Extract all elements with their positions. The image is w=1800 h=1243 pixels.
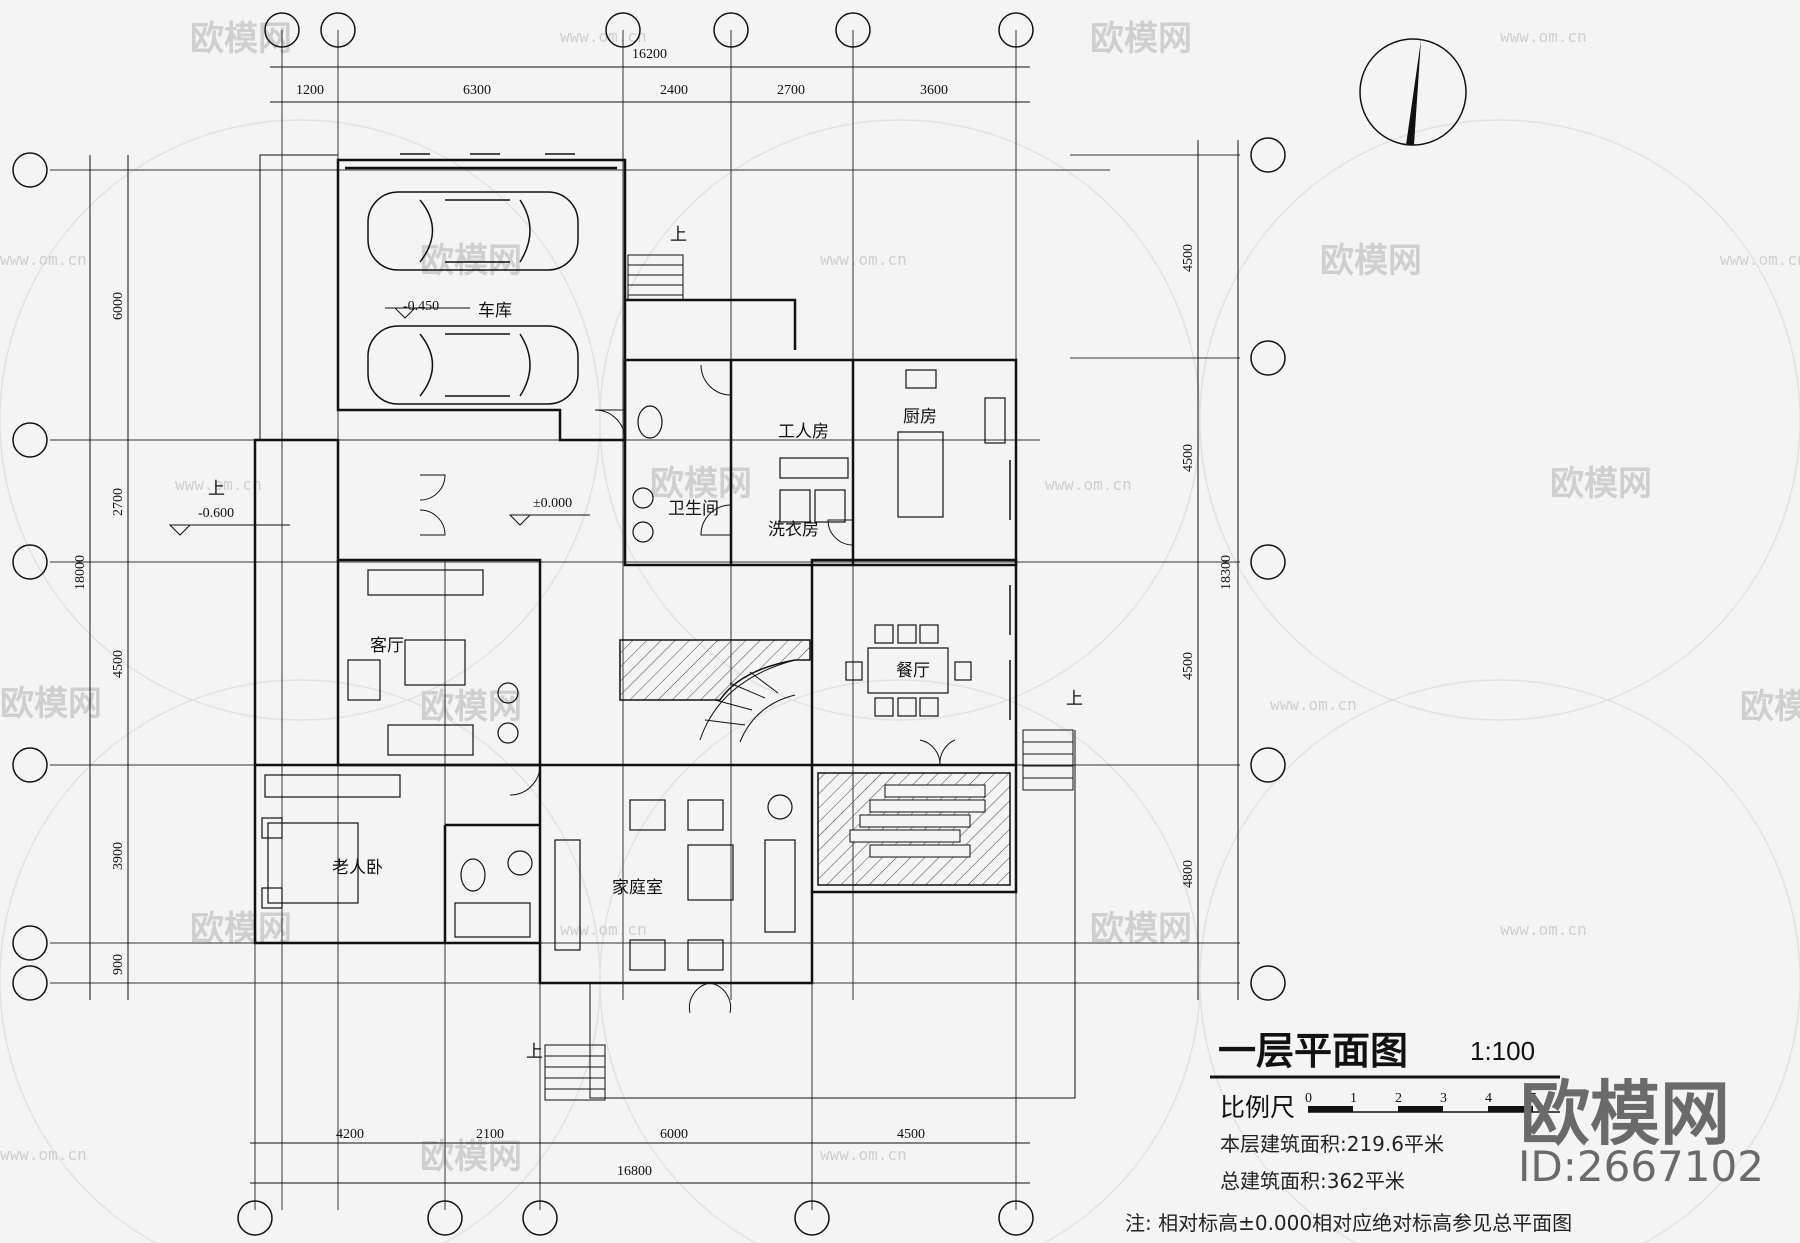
floor-area: 本层建筑面积:219.6平米 (1220, 1132, 1444, 1156)
dim-left-4: 3900 (111, 842, 126, 870)
scale-tick: 4 (1485, 1091, 1492, 1106)
dim-top-5: 3600 (920, 83, 948, 98)
up-label: 上 (526, 1042, 543, 1062)
watermark: 欧模网 (420, 241, 522, 281)
room-label-servant: 工人房 (778, 422, 829, 442)
level-marks (168, 307, 590, 536)
level-garage: -0.450 (403, 299, 439, 314)
stair-landing-hatch (619, 639, 811, 701)
watermark-url: www.om.cn (560, 920, 647, 939)
dim-top-4: 2700 (777, 83, 805, 98)
watermark-url: www.om.cn (1045, 475, 1132, 494)
furniture (261, 369, 1006, 971)
plan-scale: 1:100 (1470, 1036, 1536, 1066)
brand-id: ID:2667102 (1518, 1142, 1764, 1191)
watermarks: 欧模网 www.om.cn 欧模网 www.om.cn 欧模网 www.om.c… (0, 19, 1800, 1243)
exterior-lines (259, 154, 1076, 1099)
dim-left-5: 900 (111, 954, 126, 975)
dim-top-2: 6300 (463, 83, 491, 98)
watermark: 欧模网 (420, 1137, 522, 1177)
dim-bottom-total: 16800 (617, 1164, 652, 1179)
room-label-living: 客厅 (370, 636, 404, 656)
watermark: 欧模网 (0, 684, 102, 724)
plan-title: 一层平面图 (1218, 1029, 1409, 1073)
scale-tick: 5 (1530, 1091, 1537, 1106)
watermark: 欧模网 (1090, 19, 1192, 59)
up-label: 上 (208, 479, 225, 499)
watermark-url: www.om.cn (0, 250, 87, 269)
garage-cars (367, 191, 579, 405)
watermark: 欧模网 (650, 464, 752, 504)
dim-bottom-1: 4200 (336, 1127, 364, 1142)
windows (400, 153, 1011, 720)
up-label: 上 (670, 225, 687, 245)
watermark: 欧模网 (420, 687, 522, 727)
dim-top-total: 16200 (632, 47, 667, 62)
watermark-url: www.om.cn (1270, 695, 1357, 714)
dim-bottom-3: 6000 (660, 1127, 688, 1142)
scale-tick: 0 (1305, 1091, 1312, 1106)
room-label-family-room: 家庭室 (612, 878, 663, 898)
dim-bottom-4: 4500 (897, 1127, 925, 1142)
scale-bar (1210, 1075, 1560, 1113)
dim-left-3: 4500 (111, 650, 126, 678)
brand-logo: 欧模网 (1520, 1073, 1730, 1155)
dim-right-4: 4800 (1181, 860, 1196, 888)
watermark-url: www.om.cn (820, 1145, 907, 1164)
watermark: 欧模网 (1320, 241, 1422, 281)
total-area: 总建筑面积:362平米 (1220, 1169, 1405, 1193)
terrace-steps (849, 784, 986, 858)
watermark: 欧模网 (1090, 909, 1192, 949)
dim-right-1: 4500 (1181, 244, 1196, 272)
watermark-url: www.om.cn (0, 1145, 87, 1164)
room-label-bathroom: 卫生间 (668, 499, 719, 519)
north-arrow-icon (1359, 38, 1467, 146)
dim-right-2: 4500 (1181, 444, 1196, 472)
dimension-lines (89, 66, 1239, 1184)
dim-left-total: 18000 (73, 555, 88, 590)
doors (419, 364, 960, 1014)
watermark-url: www.om.cn (1500, 920, 1587, 939)
dim-left-2: 2700 (111, 488, 126, 516)
dim-top-1: 1200 (296, 83, 324, 98)
dim-left-1: 6000 (111, 292, 126, 320)
dim-right-total: 18300 (1219, 555, 1234, 590)
watermark-url: www.om.cn (560, 27, 647, 46)
room-label-elder-bedroom: 老人卧 (332, 858, 383, 878)
level-main: ±0.000 (533, 496, 572, 511)
room-label-dining: 餐厅 (896, 661, 930, 681)
stairs (544, 254, 1074, 1101)
scale-tick: 2 (1395, 1091, 1402, 1106)
watermark-url: www.om.cn (820, 250, 907, 269)
watermark: 欧模网 (1550, 464, 1652, 504)
axis-bubbles (12, 12, 1286, 1236)
axis-grid (50, 30, 1240, 1210)
up-label: 上 (1066, 689, 1083, 709)
watermark-url: www.om.cn (1720, 250, 1800, 269)
scale-tick: 3 (1440, 1091, 1447, 1106)
room-label-kitchen: 厨房 (903, 407, 937, 427)
dim-top-3: 2400 (660, 83, 688, 98)
room-label-laundry: 洗衣房 (768, 520, 819, 540)
watermark-url: www.om.cn (1500, 27, 1587, 46)
scale-tick: 1 (1350, 1091, 1357, 1106)
watermark-url: www.om.cn (175, 475, 262, 494)
dim-right-3: 4500 (1181, 652, 1196, 680)
watermark: 欧模网 (1740, 687, 1800, 727)
elevation-note: 注: 相对标高±0.000相对应绝对标高参见总平面图 (1125, 1211, 1573, 1235)
level-entry: -0.600 (198, 506, 234, 521)
watermark: 欧模网 (190, 19, 292, 59)
room-label-garage: 车库 (478, 301, 512, 321)
scale-bar-label: 比例尺 (1220, 1093, 1296, 1122)
dim-bottom-2: 2100 (476, 1127, 504, 1142)
